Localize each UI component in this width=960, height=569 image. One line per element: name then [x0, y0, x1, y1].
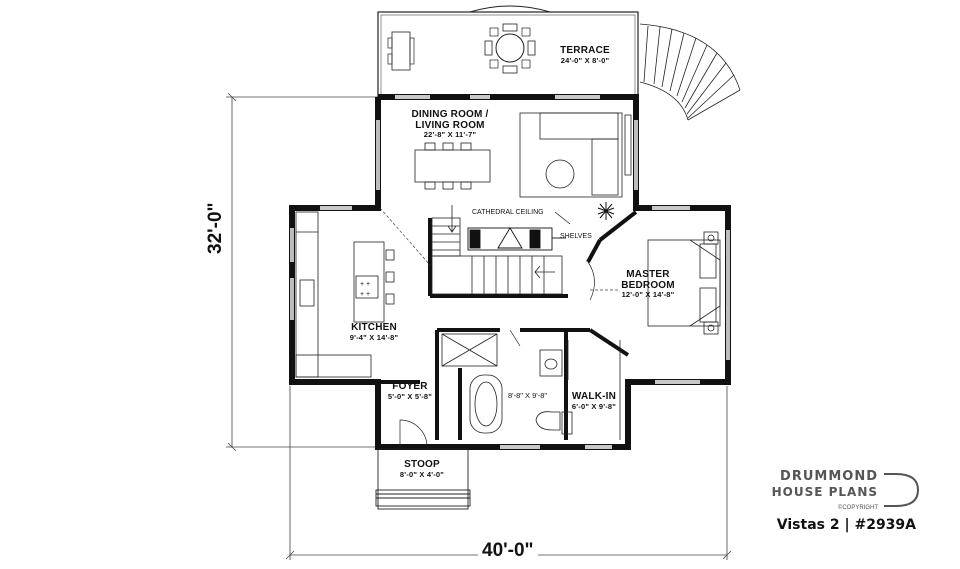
shelves-label: SHELVES [560, 233, 592, 240]
kitchen-dims: 9'-4" X 14'-8" [349, 332, 399, 342]
dining-living-label: DINING ROOM / LIVING ROOM 22'-8" X 11'-7… [390, 109, 510, 139]
dining-table [414, 142, 491, 190]
doors [399, 261, 605, 448]
plant-icon [597, 202, 615, 220]
foyer-name: FOYER [392, 381, 428, 392]
walkin-name: WALK-IN [571, 391, 617, 402]
sectional-sofa [519, 112, 632, 198]
walkin-label: WALK-IN 6'-0" X 9'-8" [566, 391, 622, 411]
dining-living-name-1: DINING ROOM / [411, 109, 489, 120]
brand-line-1: DRUMMOND [780, 469, 878, 484]
foyer-dims: 5'-0" X 5'-8" [387, 391, 433, 401]
bathroom-fixtures [441, 333, 621, 440]
terrace-dims: 24'-0" X 8'-0" [560, 55, 610, 65]
kitchen-fixtures: + + + + [295, 211, 395, 378]
interior-walls [378, 210, 638, 440]
fireplace-shelves [467, 227, 566, 251]
plan-name: Vistas 2 | #2939A [776, 517, 916, 533]
bed [647, 231, 721, 335]
foyer-label: FOYER 5'-0" X 5'-8" [380, 381, 440, 401]
kitchen-name: KITCHEN [351, 322, 397, 333]
dashed-lines [379, 207, 620, 291]
dining-living-name-2: LIVING ROOM [415, 119, 485, 131]
svg-text:+ +: + + [360, 291, 370, 298]
brand-copyright: ©COPYRIGHT [837, 505, 878, 511]
svg-text:+ +: + + [360, 281, 370, 288]
dining-living-dims: 22'-8" X 11'-7" [423, 130, 477, 139]
windows [290, 95, 730, 449]
drummond-logo-icon [884, 473, 920, 507]
master-dims: 12'-0" X 14'-8" [621, 290, 675, 299]
cathedral-ceiling-label: CATHEDRAL CEILING [472, 209, 544, 216]
brand-line-2: HOUSE PLANS [771, 485, 878, 499]
overall-width-label: 40'-0" [478, 541, 538, 561]
stoop-dims: 8'-0" X 4'-0" [399, 469, 445, 479]
interior-stairs [431, 205, 571, 295]
terrace-label: TERRACE 24'-0" X 8'-0" [520, 45, 650, 65]
stoop-name: STOOP [404, 459, 440, 470]
stoop [375, 448, 471, 510]
kitchen-label: KITCHEN 9'-4" X 14'-8" [334, 322, 414, 342]
bathroom-dims: 8'-8" X 9'-8" [508, 391, 548, 400]
dimension-lines [226, 92, 732, 560]
walkin-dims: 6'-0" X 9'-8" [571, 401, 617, 411]
master-name-1: MASTER [626, 269, 670, 280]
overall-depth-label: 32'-0" [205, 198, 226, 258]
stoop-label: STOOP 8'-0" X 4'-0" [392, 459, 452, 479]
curved-stairs [639, 23, 741, 121]
terrace-name: TERRACE [560, 45, 610, 56]
master-bedroom-label: MASTER BEDROOM 12'-0" X 14'-8" [608, 269, 688, 299]
master-name-2: BEDROOM [621, 279, 675, 291]
